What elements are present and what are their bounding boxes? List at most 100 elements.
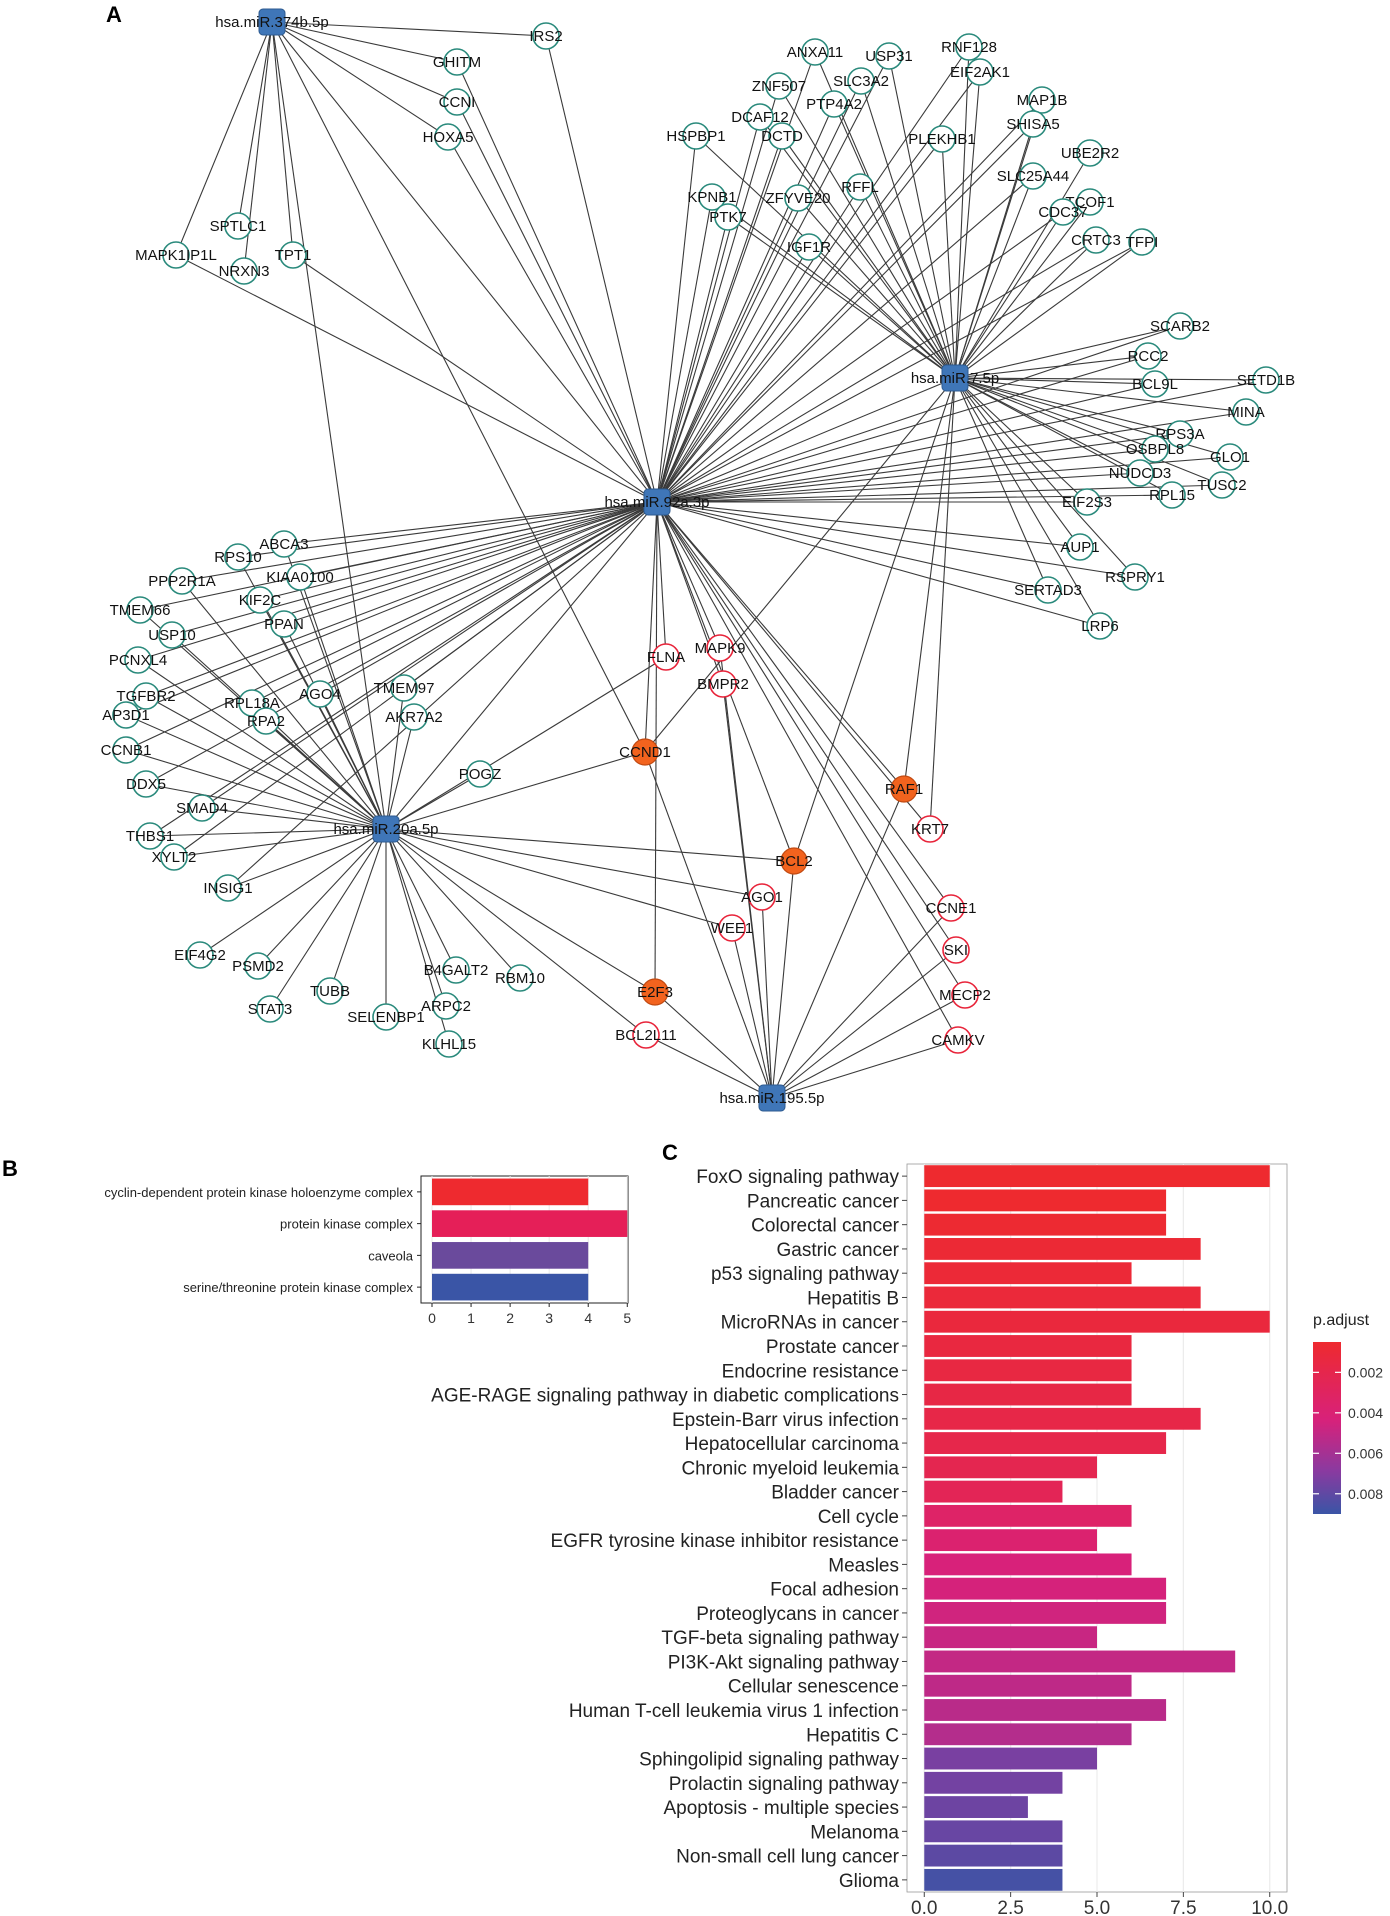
node-selenbp1[interactable]: SELENBP1: [347, 1003, 425, 1031]
node-usp31[interactable]: USP31: [865, 42, 913, 70]
node-ppan[interactable]: PPAN: [264, 610, 304, 638]
node-zfyve20[interactable]: ZFYVE20: [765, 184, 831, 212]
node-bcl2l11[interactable]: BCL2L11: [615, 1021, 677, 1049]
node-ski[interactable]: SKI: [942, 936, 970, 964]
node-abca3[interactable]: ABCA3: [259, 530, 309, 558]
node-thbs1[interactable]: THBS1: [126, 822, 174, 850]
node-mecp2[interactable]: MECP2: [939, 981, 991, 1009]
node-ago1[interactable]: AGO1: [741, 883, 783, 911]
node-bcl9l[interactable]: BCL9L: [1132, 370, 1178, 398]
node-znf507[interactable]: ZNF507: [752, 72, 806, 100]
node-stat3[interactable]: STAT3: [248, 995, 292, 1023]
node-ptk7[interactable]: PTK7: [709, 203, 747, 231]
node-kpnb1[interactable]: KPNB1: [687, 183, 737, 211]
node-eif2s3[interactable]: EIF2S3: [1062, 488, 1112, 516]
node-dcaf12[interactable]: DCAF12: [731, 103, 789, 131]
node-eif2ak1[interactable]: EIF2AK1: [950, 58, 1010, 86]
node-tmem97[interactable]: TMEM97: [374, 674, 435, 702]
node-sptlc1[interactable]: SPTLC1: [210, 212, 267, 240]
node-rffl[interactable]: RFFL: [841, 173, 879, 201]
node-ccnd1[interactable]: CCND1: [619, 738, 671, 766]
node-ube2r2[interactable]: UBE2R2: [1061, 139, 1119, 167]
node-flna[interactable]: FLNA: [647, 643, 685, 671]
node-irs2[interactable]: IRS2: [529, 22, 563, 50]
node-akr7a2[interactable]: AKR7A2: [385, 703, 443, 731]
node-mina[interactable]: MINA: [1227, 398, 1265, 426]
node-glo1[interactable]: GLO1: [1210, 443, 1250, 471]
node-psmd2[interactable]: PSMD2: [232, 952, 284, 980]
node-ap3d1[interactable]: AP3D1: [102, 701, 150, 729]
node-wee1[interactable]: WEE1: [711, 914, 754, 942]
node-plekhb1[interactable]: PLEKHB1: [908, 125, 976, 153]
node-pcnxl4[interactable]: PCNXL4: [109, 646, 167, 674]
node-anxa11[interactable]: ANXA11: [787, 38, 843, 66]
node-pogz[interactable]: POGZ: [459, 760, 502, 788]
node-arpc2[interactable]: ARPC2: [421, 992, 471, 1020]
node-ccne1[interactable]: CCNE1: [926, 894, 977, 922]
node-ppp2r1a[interactable]: PPP2R1A: [148, 567, 216, 595]
node-dctd[interactable]: DCTD: [761, 122, 803, 150]
node-hoxa5[interactable]: HOXA5: [423, 123, 474, 151]
node-rnf128[interactable]: RNF128: [941, 33, 997, 61]
node-insig1[interactable]: INSIG1: [203, 874, 253, 902]
node-ccni[interactable]: CCNI: [439, 88, 476, 116]
node-tmem66[interactable]: TMEM66: [110, 596, 171, 624]
node-bcl2[interactable]: BCL2: [775, 847, 813, 875]
node-rps3a[interactable]: RPS3A: [1155, 420, 1205, 448]
node-igf1r[interactable]: IGF1R: [787, 233, 831, 261]
node-rcc2[interactable]: RCC2: [1128, 342, 1169, 370]
node-e2f3[interactable]: E2F3: [637, 978, 673, 1006]
node-bmpr2[interactable]: BMPR2: [697, 670, 749, 698]
node-tfpi[interactable]: TFPI: [1126, 228, 1159, 256]
node-ddx5[interactable]: DDX5: [126, 770, 166, 798]
node-eif4g2[interactable]: EIF4G2: [174, 941, 226, 969]
node-hspbp1[interactable]: HSPBP1: [666, 122, 726, 150]
node-ago4[interactable]: AGO4: [299, 680, 341, 708]
node-mapk1ip1l[interactable]: MAPK1IP1L: [135, 241, 217, 269]
node-smad4[interactable]: SMAD4: [176, 794, 228, 822]
node-nrxn3[interactable]: NRXN3: [219, 257, 270, 285]
node-slc25a44[interactable]: SLC25A44: [997, 162, 1070, 190]
node-kif2c[interactable]: KIF2C: [239, 586, 282, 614]
node-scarb2[interactable]: SCARB2: [1150, 312, 1210, 340]
node-tpt1[interactable]: TPT1: [275, 241, 312, 269]
node-osbpl8[interactable]: OSBPL8: [1126, 435, 1184, 463]
node-usp10[interactable]: USP10: [148, 621, 196, 649]
node-rpa2[interactable]: RPA2: [247, 707, 285, 735]
mirna-node-hsa-mir-92a-3p[interactable]: hsa.miR.92a.3p: [604, 488, 710, 516]
edge-hsa-mir-92a-3p-usp10: [171, 501, 658, 636]
node-mapk9[interactable]: MAPK9: [695, 634, 746, 662]
node-cdc37[interactable]: CDC37: [1038, 198, 1088, 226]
mirna-node-hsa-mir-374b-5p[interactable]: hsa.miR.374b.5p: [215, 8, 329, 36]
node-lrp6[interactable]: LRP6: [1081, 612, 1119, 640]
node-krt7[interactable]: KRT7: [911, 815, 949, 843]
node-tcof1[interactable]: TCOF1: [1065, 188, 1115, 216]
node-xylt2[interactable]: XYLT2: [152, 843, 197, 871]
node-ptp4a2[interactable]: PTP4A2: [806, 90, 862, 118]
node-slc3a2[interactable]: SLC3A2: [833, 67, 889, 95]
node-setd1b[interactable]: SETD1B: [1237, 366, 1295, 394]
node-shisa5[interactable]: SHISA5: [1006, 110, 1060, 138]
node-kiaa0100[interactable]: KIAA0100: [266, 563, 334, 591]
node-raf1[interactable]: RAF1: [885, 775, 923, 803]
node-tgfbr2[interactable]: TGFBR2: [116, 682, 176, 710]
node-nudcd3[interactable]: NUDCD3: [1109, 459, 1172, 487]
node-ccnb1[interactable]: CCNB1: [101, 736, 152, 764]
node-tubb[interactable]: TUBB: [310, 977, 350, 1005]
mirna-node-hsa-mir-7-5p[interactable]: hsa.miR.7.5p: [911, 364, 999, 392]
node-rbm10[interactable]: RBM10: [495, 964, 545, 992]
mirna-node-hsa-mir-195-5p[interactable]: hsa.miR.195.5p: [719, 1084, 825, 1112]
node-crtc3[interactable]: CRTC3: [1071, 226, 1121, 254]
node-klhl15[interactable]: KLHL15: [422, 1030, 476, 1058]
node-tusc2[interactable]: TUSC2: [1197, 471, 1247, 499]
node-rpl15[interactable]: RPL15: [1149, 481, 1195, 509]
node-map1b[interactable]: MAP1B: [1017, 86, 1068, 114]
mirna-node-hsa-mir-20a-5p[interactable]: hsa.miR.20a.5p: [333, 815, 439, 843]
node-sertad3[interactable]: SERTAD3: [1014, 576, 1082, 604]
node-camkv[interactable]: CAMKV: [931, 1026, 985, 1054]
node-rps10[interactable]: RPS10: [214, 543, 262, 571]
node-ghitm[interactable]: GHITM: [433, 48, 481, 76]
node-b4galt2[interactable]: B4GALT2: [424, 956, 489, 984]
node-aup1[interactable]: AUP1: [1060, 533, 1100, 561]
node-rspry1[interactable]: RSPRY1: [1105, 563, 1165, 591]
